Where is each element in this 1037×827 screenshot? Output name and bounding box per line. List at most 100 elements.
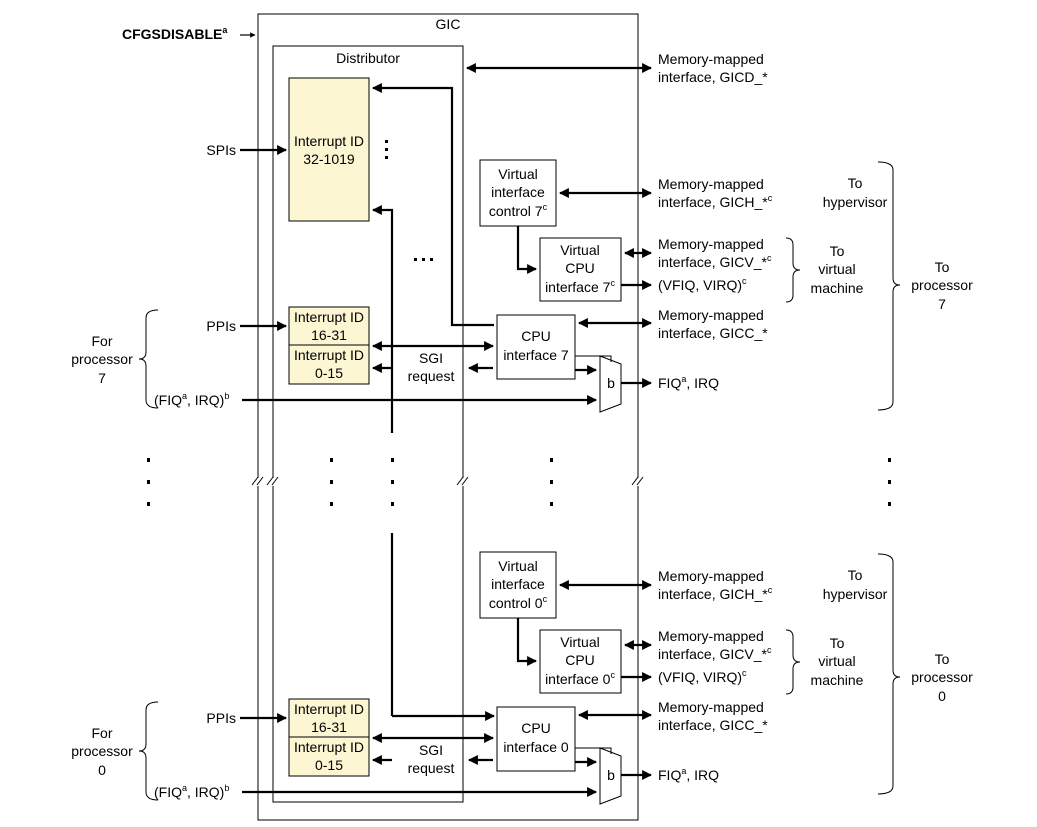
gich-line2: interface, GICH_*c [658, 585, 773, 602]
distributor-frame [272, 45, 464, 803]
virt-ctrl-line2: interface [491, 576, 545, 592]
spi-block-line2: 32-1019 [303, 151, 355, 167]
vcpu-line1: Virtual [560, 634, 599, 650]
to-vm-line3: machine [811, 672, 864, 688]
gic-title: GIC [436, 16, 461, 32]
processor-0-section: Virtual interface control 0c Memory-mapp… [71, 551, 973, 805]
spi-vertical-ellipsis [385, 140, 388, 159]
gicd-line2: interface, GICD_* [658, 69, 768, 85]
to-processor-brace [877, 161, 901, 411]
mux-select-line [575, 355, 612, 362]
mux-label: b [607, 375, 615, 391]
gich-line1: Memory-mapped [658, 176, 764, 192]
virtual-interface-control-0 [479, 551, 557, 619]
to-processor-line1: To [935, 651, 950, 667]
ppis-label: PPIs [206, 710, 236, 726]
dist-route-to-cpu7-arrow [372, 83, 494, 327]
to-hypervisor-line1: To [848, 175, 863, 191]
ctrl-to-vcpu-arrow [516, 618, 537, 666]
sgi-block-line2: 0-15 [315, 365, 343, 381]
sgi-interrupt-block [288, 344, 370, 385]
virt-ctrl-line2: interface [491, 184, 545, 200]
sgi-request-line1: SGI [419, 350, 443, 366]
vcpu-line2: CPU [565, 652, 595, 668]
for-processor-line1: For [92, 333, 113, 349]
spi-interrupt-block [288, 77, 370, 222]
fiq-input-label: (FIQa, IRQ)b [154, 391, 229, 408]
cpu-interface-7 [496, 314, 576, 380]
ppi-interrupt-block [288, 698, 370, 738]
sgi-request-line1: SGI [419, 742, 443, 758]
for-processor-line2: processor [71, 743, 133, 759]
to-vm-line2: virtual [818, 653, 855, 669]
gicv-line1: Memory-mapped [658, 236, 764, 252]
cpu-if-line1: CPU [521, 328, 551, 344]
gic-frame [257, 13, 639, 821]
cpu-interface-0 [496, 706, 576, 772]
for-processor-line1: For [92, 725, 113, 741]
ppi-block-line2: 16-31 [311, 327, 347, 343]
distributor-horizontal-ellipsis [414, 258, 433, 261]
section-continuation-dots [147, 458, 891, 506]
to-vm-line1: To [830, 635, 845, 651]
gich-line2: interface, GICH_*c [658, 193, 773, 210]
spis-label: SPIs [206, 142, 236, 158]
ppi-block-line1: Interrupt ID [294, 309, 364, 325]
for-processor-line2: processor [71, 351, 133, 367]
mux-select-line [575, 747, 612, 754]
gicc-line2: interface, GICC_* [658, 717, 768, 733]
virt-ctrl-line3: control 7c [489, 202, 548, 219]
for-processor-line3: 0 [98, 762, 106, 778]
sgi-block-line2: 0-15 [315, 757, 343, 773]
gicv-line2: interface, GICV_*c [658, 645, 772, 662]
cpu-if-line2: interface 7 [503, 347, 569, 363]
dist-route-spi-arrow [372, 205, 394, 433]
ppi-block-line1: Interrupt ID [294, 701, 364, 717]
vfiq-label: (VFIQ, VIRQ)c [658, 276, 747, 293]
ppi-block-line2: 16-31 [311, 719, 347, 735]
frame-break-marks [251, 476, 644, 486]
vcpu-line1: Virtual [560, 242, 599, 258]
for-processor-line3: 7 [98, 370, 106, 386]
fiq-output-label: FIQa, IRQ [658, 766, 719, 783]
to-processor-line2: processor [911, 669, 973, 685]
to-processor-line3: 0 [938, 688, 946, 704]
to-hypervisor-line2: hypervisor [823, 586, 888, 602]
to-vm-line2: virtual [818, 261, 855, 277]
vm-brace [785, 629, 801, 695]
to-processor-line1: To [935, 259, 950, 275]
cpu-if-line1: CPU [521, 720, 551, 736]
gicc-line1: Memory-mapped [658, 307, 764, 323]
sgi-request-line2: request [408, 368, 455, 384]
sgi-block-line1: Interrupt ID [294, 739, 364, 755]
virt-ctrl-line1: Virtual [498, 166, 537, 182]
spi-block-line1: Interrupt ID [294, 133, 364, 149]
mux-b [599, 355, 622, 413]
vcpu-line2: CPU [565, 260, 595, 276]
sgi-interrupt-block [288, 736, 370, 777]
ctrl-to-vcpu-arrow [516, 226, 537, 274]
for-processor-brace [138, 701, 159, 801]
cpu-if-line2: interface 0 [503, 739, 569, 755]
mux-b [599, 747, 622, 805]
sgi-request-line2: request [408, 760, 455, 776]
to-processor-line3: 7 [938, 296, 946, 312]
vm-brace [785, 237, 801, 303]
to-vm-line3: machine [811, 280, 864, 296]
vcpu-line3: interface 7c [545, 278, 615, 295]
mux-label: b [607, 767, 615, 783]
ppi-interrupt-block [288, 306, 370, 346]
gicd-line1: Memory-mapped [658, 51, 764, 67]
fiq-input-label: (FIQa, IRQ)b [154, 783, 229, 800]
virt-ctrl-line3: control 0c [489, 594, 548, 611]
to-hypervisor-line1: To [848, 567, 863, 583]
cfgsdisable-label: CFGSDISABLEa [122, 25, 228, 42]
virtual-cpu-interface-0 [539, 629, 622, 694]
sgi-block-line1: Interrupt ID [294, 347, 364, 363]
vfiq-label: (VFIQ, VIRQ)c [658, 668, 747, 685]
processor-7-section: Virtual interface control 7c Memory-mapp… [71, 159, 973, 413]
to-vm-line1: To [830, 243, 845, 259]
to-processor-brace [877, 553, 901, 795]
